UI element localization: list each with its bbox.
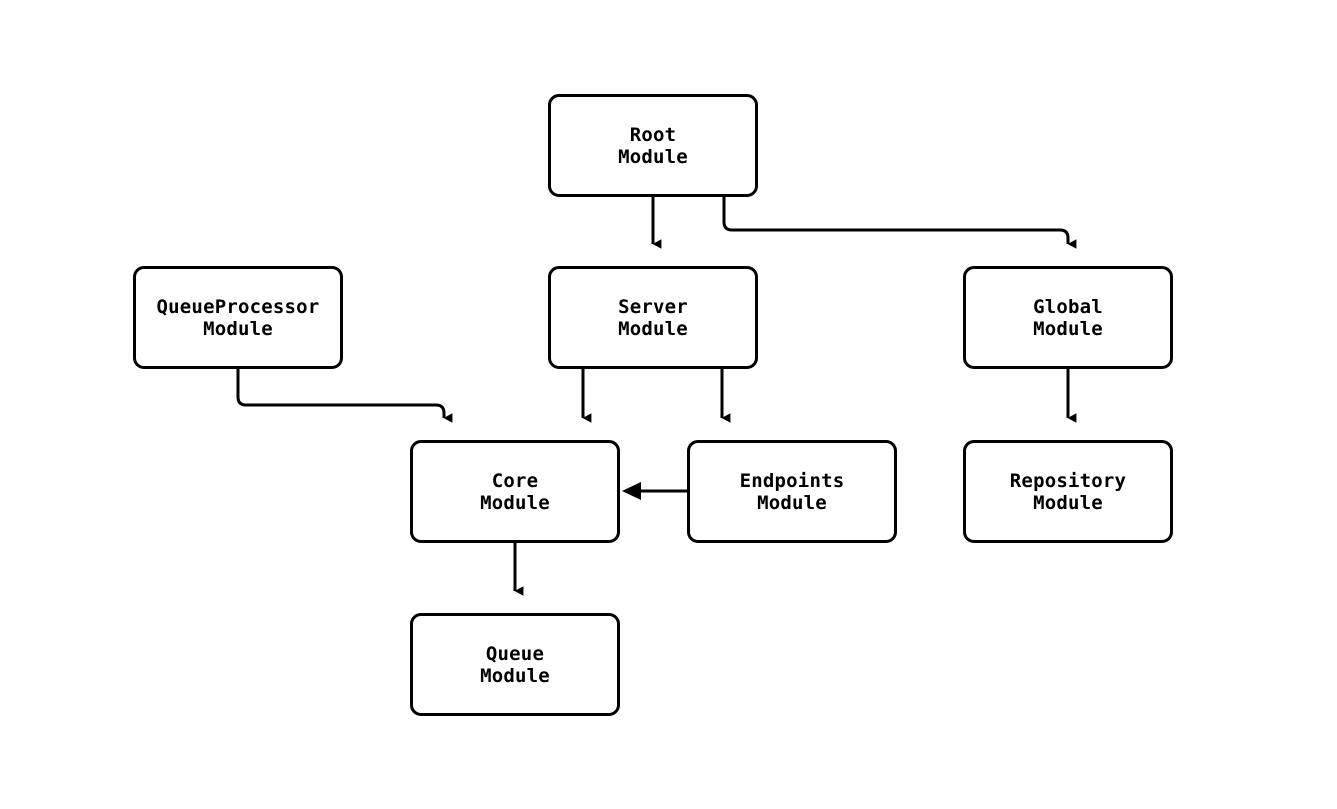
node-endpoints-module-label: Endpoints Module xyxy=(739,469,845,514)
node-global-module-label: Global Module xyxy=(1033,295,1103,340)
node-root-module[interactable]: Root Module xyxy=(548,94,758,197)
node-root-module-label: Root Module xyxy=(618,123,688,168)
edge-root-to-global xyxy=(722,197,1077,249)
node-global-module[interactable]: Global Module xyxy=(963,266,1173,369)
edge-endpoints-to-core xyxy=(622,482,687,500)
node-repository-module-label: Repository Module xyxy=(1009,469,1127,514)
edge-queueprocessor-to-core xyxy=(236,369,453,423)
node-queueprocessor-module[interactable]: QueueProcessor Module xyxy=(133,266,343,369)
node-queueprocessor-module-label: QueueProcessor Module xyxy=(156,295,320,340)
node-repository-module[interactable]: Repository Module xyxy=(963,440,1173,543)
node-endpoints-module[interactable]: Endpoints Module xyxy=(687,440,897,543)
node-queue-module-label: Queue Module xyxy=(480,642,550,687)
node-queue-module[interactable]: Queue Module xyxy=(410,613,620,716)
node-core-module[interactable]: Core Module xyxy=(410,440,620,543)
arrowhead-left xyxy=(622,482,641,500)
node-server-module-label: Server Module xyxy=(618,295,688,340)
node-server-module[interactable]: Server Module xyxy=(548,266,758,369)
node-core-module-label: Core Module xyxy=(480,469,550,514)
